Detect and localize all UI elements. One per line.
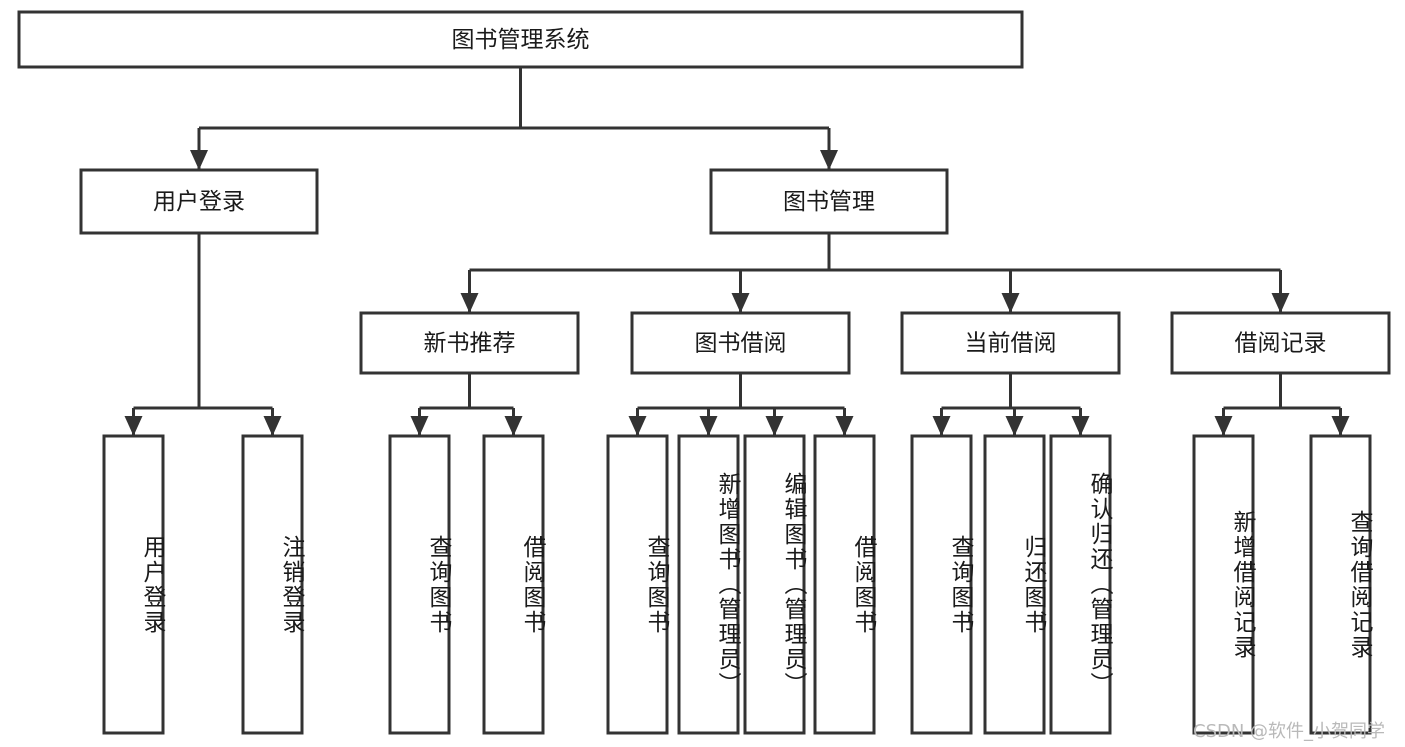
node-box-leaf-confirm-return-admin[interactable]: [1049, 434, 1112, 735]
node-box-leaf-query-book-cur[interactable]: [910, 434, 973, 735]
arrow-head-borrow-record-to-leaf-add-borrow-record: [1214, 416, 1233, 436]
node-box-new-book-recommend[interactable]: [359, 311, 580, 375]
node-label-book-borrow: 图书借阅: [695, 331, 787, 357]
node-box-leaf-user-login[interactable]: [102, 434, 165, 735]
node-label-current-borrow: 当前借阅: [965, 331, 1057, 357]
arrow-head-book-manage-to-current-borrow: [1001, 293, 1020, 313]
arrow-head-new-book-recommend-to-leaf-borrow-book-rec: [504, 416, 523, 436]
arrow-head-current-borrow-to-leaf-query-book-cur: [932, 416, 951, 436]
arrow-head-borrow-record-to-leaf-query-borrow-record: [1331, 416, 1350, 436]
arrow-head-book-borrow-to-leaf-add-book-admin: [699, 416, 718, 436]
node-box-leaf-query-book-rec[interactable]: [388, 434, 451, 735]
node-box-book-manage[interactable]: [709, 168, 949, 235]
node-box-leaf-add-book-admin[interactable]: [677, 434, 740, 735]
node-box-user-login[interactable]: [79, 168, 319, 235]
node-box-leaf-edit-book-admin[interactable]: [743, 434, 806, 735]
arrow-head-root-to-user-login: [190, 150, 208, 170]
node-label-user-login: 用户登录: [153, 189, 245, 215]
node-box-borrow-record[interactable]: [1170, 311, 1391, 375]
node-box-leaf-user-logout[interactable]: [241, 434, 304, 735]
arrow-head-current-borrow-to-leaf-confirm-return-admin: [1071, 416, 1090, 436]
node-box-leaf-return-book[interactable]: [983, 434, 1046, 735]
arrow-head-new-book-recommend-to-leaf-query-book-rec: [410, 416, 429, 436]
node-label-new-book-recommend: 新书推荐: [424, 331, 516, 357]
node-box-book-borrow[interactable]: [630, 311, 851, 375]
node-box-leaf-query-borrow-record[interactable]: [1309, 434, 1372, 735]
arrow-head-current-borrow-to-leaf-return-book: [1005, 416, 1024, 436]
node-label-book-manage: 图书管理: [783, 189, 875, 215]
node-box-leaf-query-book-borrow[interactable]: [606, 434, 669, 735]
node-label-root: 图书管理系统: [452, 27, 590, 53]
node-box-current-borrow[interactable]: [900, 311, 1121, 375]
arrow-head-book-borrow-to-leaf-edit-book-admin: [765, 416, 784, 436]
edges-layer: [124, 67, 1350, 436]
arrow-head-user-login-to-leaf-user-logout: [263, 416, 282, 436]
arrow-head-book-manage-to-new-book-recommend: [460, 293, 479, 313]
arrow-head-book-manage-to-book-borrow: [731, 293, 750, 313]
arrow-head-book-borrow-to-leaf-borrow-book: [835, 416, 854, 436]
arrow-head-book-borrow-to-leaf-query-book-borrow: [628, 416, 647, 436]
arrow-head-root-to-book-manage: [820, 150, 838, 170]
watermark: CSDN @软件_小贺同学: [1193, 721, 1386, 742]
node-label-borrow-record: 借阅记录: [1235, 331, 1327, 357]
arrow-head-user-login-to-leaf-user-login: [124, 416, 143, 436]
node-box-root[interactable]: [17, 10, 1024, 69]
node-box-leaf-borrow-book[interactable]: [813, 434, 876, 735]
arrow-head-book-manage-to-borrow-record: [1271, 293, 1290, 313]
node-box-leaf-borrow-book-rec[interactable]: [482, 434, 545, 735]
node-box-leaf-add-borrow-record[interactable]: [1192, 434, 1255, 735]
